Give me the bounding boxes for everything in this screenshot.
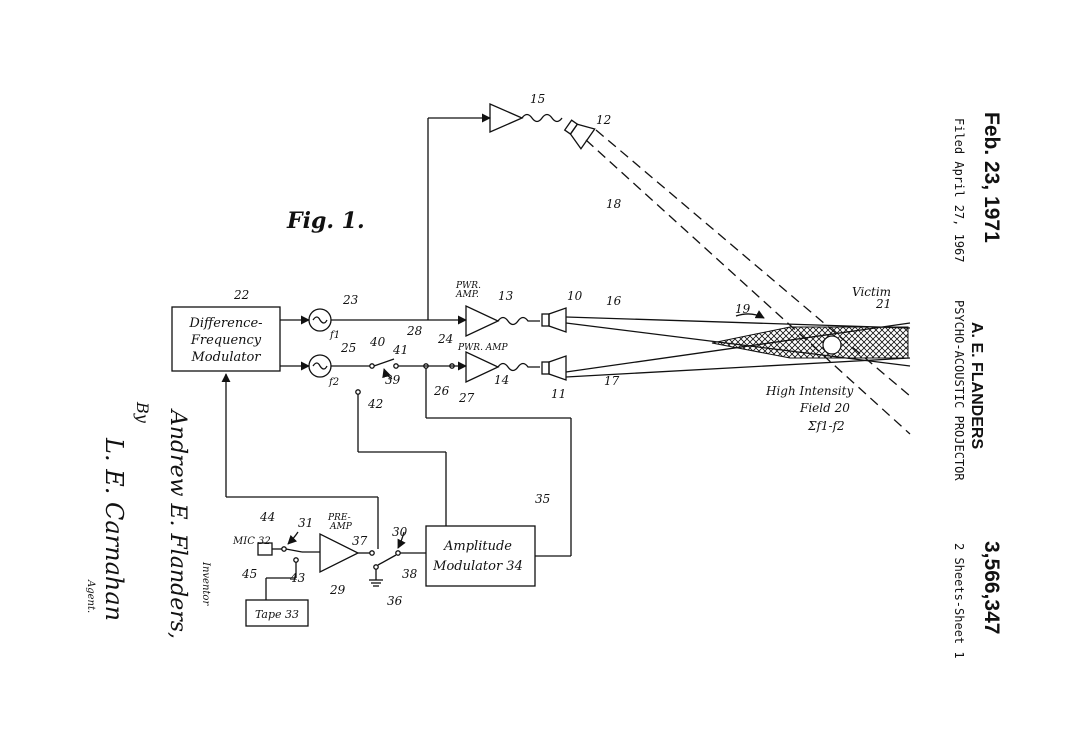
ref-21: 21 [875, 297, 891, 311]
power-amp-14 [465, 350, 500, 384]
figure-caption: Fig. 1. [286, 208, 365, 234]
ref-27: 27 [458, 391, 475, 405]
field-label-1: High Intensity [765, 384, 853, 398]
diff-modulator-box [171, 306, 281, 372]
agent-signature: L. E. Carnahan [100, 438, 128, 622]
ref-29: 29 [329, 583, 346, 597]
ref-30: 30 [392, 525, 408, 539]
ref-23: 23 [342, 293, 359, 307]
ref-45: 45 [241, 567, 257, 581]
label-f2: f2 [328, 377, 339, 388]
high-intensity-field [711, 326, 909, 359]
pwr-amp-13-label-1: PWR. [455, 281, 481, 291]
mic-label: MIC 32 [232, 536, 271, 547]
speaker-10 [541, 307, 567, 333]
preamp-label-2: AMP [329, 522, 353, 532]
ref-19: 19 [735, 302, 751, 316]
ref-14: 14 [494, 373, 509, 387]
ref-42: 42 [367, 397, 383, 411]
speaker-11 [541, 355, 567, 381]
diff-mod-line1: Difference- [188, 316, 262, 331]
field-label-2: Field 20 [799, 401, 850, 415]
ref-44: 44 [259, 510, 275, 524]
ref-41: 41 [392, 343, 408, 357]
ref-35: 35 [535, 492, 550, 506]
speaker-12 [563, 119, 596, 150]
preamp-29 [319, 532, 360, 574]
power-amp-13 [465, 304, 500, 338]
ref-12: 12 [596, 113, 611, 127]
ref-31: 31 [298, 516, 313, 530]
ref-15: 15 [530, 92, 545, 106]
ref-43: 43 [289, 571, 306, 585]
victim-label: Victim [852, 285, 891, 299]
ref-36: 36 [387, 594, 403, 608]
label-f1: f1 [329, 330, 340, 341]
amp-modulator-box [425, 525, 536, 587]
ref-13: 13 [498, 289, 514, 303]
agent-role: Agent. [85, 580, 96, 614]
amp-mod-line1: Amplitude [443, 539, 512, 554]
pwr-amp-14-label: PWR. AMP [457, 343, 509, 353]
inventor-signature: Andrew E. Flanders, [165, 410, 190, 640]
ref-24: 24 [437, 332, 453, 346]
amp-15 [489, 103, 524, 133]
tape-33 [245, 599, 309, 627]
ref-10: 10 [567, 289, 583, 303]
ref-38: 38 [402, 567, 418, 581]
by-label: By [133, 402, 152, 423]
ref-39: 39 [385, 373, 401, 387]
ref-28: 28 [406, 324, 423, 338]
field-label-3: Σf1-f2 [807, 419, 845, 433]
diff-mod-line3: Modulator [190, 350, 261, 365]
amp-mod-line2: Modulator 34 [432, 559, 523, 574]
inventor-role: Inventor [200, 562, 211, 606]
tape-label: Tape 33 [255, 608, 299, 621]
pwr-amp-13-label-2: AMP. [455, 290, 479, 300]
ref-26: 26 [433, 384, 450, 398]
ref-18: 18 [606, 197, 622, 211]
diff-mod-line2: Frequency [190, 333, 262, 348]
ref-22: 22 [233, 288, 249, 302]
victim-marker [822, 335, 842, 355]
ref-17: 17 [604, 374, 620, 388]
ref-40: 40 [369, 335, 386, 349]
ref-25: 25 [340, 341, 356, 355]
ref-11: 11 [551, 387, 566, 401]
ref-16: 16 [606, 294, 622, 308]
ref-37: 37 [352, 534, 368, 548]
preamp-label-1: PRE- [327, 513, 351, 523]
